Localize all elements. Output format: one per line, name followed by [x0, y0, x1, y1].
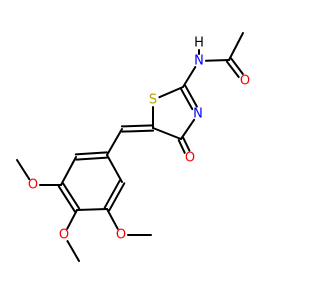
- atom-label-O_m2: O: [116, 228, 126, 243]
- bond-N3-C4: [180, 118, 196, 140]
- bond-Ar4-Ar5: [76, 208, 108, 211]
- atom-label-N_amide: N: [194, 54, 204, 69]
- bond-C_acyl-O_acyl-line-b: [230, 57, 244, 75]
- bond-C_me_acyl-C_acyl: [228, 32, 244, 61]
- bond-Ar1-Ar2-line-a: [74, 151, 108, 156]
- bond-C2-N3-line-b: [184, 84, 198, 108]
- bond-C_acyl-O_acyl-line-a: [225, 60, 240, 78]
- bond-C_acyl-N_amide: [205, 59, 230, 62]
- bond-C_vinyl-Ar1: [106, 128, 123, 156]
- atom-label-O4: O: [185, 151, 195, 166]
- bond-Ar5-O_m2: [106, 208, 119, 230]
- bond-C4-O4-line-b: [182, 136, 191, 152]
- bond-O_m1-C_m1: [16, 159, 31, 181]
- bond-N_amide-C2: [182, 66, 197, 88]
- atom-label-N3: N: [193, 107, 203, 122]
- atom-label-O_p: O: [59, 228, 69, 243]
- bond-Ar3-Ar4-line-a: [57, 185, 76, 213]
- atom-label-S1: S: [149, 93, 157, 108]
- bond-Ar6-Ar1: [106, 154, 123, 183]
- bond-Ar5-Ar6-line-a: [108, 182, 126, 212]
- bonds-layer: [16, 32, 244, 262]
- atom-label-O_acyl: O: [240, 74, 250, 89]
- atom-label-O_m1: O: [28, 178, 38, 193]
- bond-C5-C_vinyl-line-b: [121, 129, 155, 133]
- atom-label-H_amide: H: [194, 36, 204, 51]
- bond-Ar4-O_p: [66, 209, 78, 230]
- bond-C2-S1: [158, 86, 184, 99]
- bond-C4-O4-line-a: [177, 139, 186, 154]
- bond-Ar1-Ar2-line-b: [75, 156, 109, 161]
- bond-C5-C_vinyl-line-a: [120, 124, 154, 128]
- bond-O_p-C_p: [66, 240, 80, 262]
- bond-Ar2-Ar3: [60, 156, 77, 186]
- bond-Ar5-Ar6-line-b: [103, 179, 121, 209]
- bond-C2-N3-line-a: [179, 87, 194, 111]
- bond-C4-C5: [152, 127, 182, 140]
- bond-Ar3-Ar4-line-b: [62, 182, 81, 210]
